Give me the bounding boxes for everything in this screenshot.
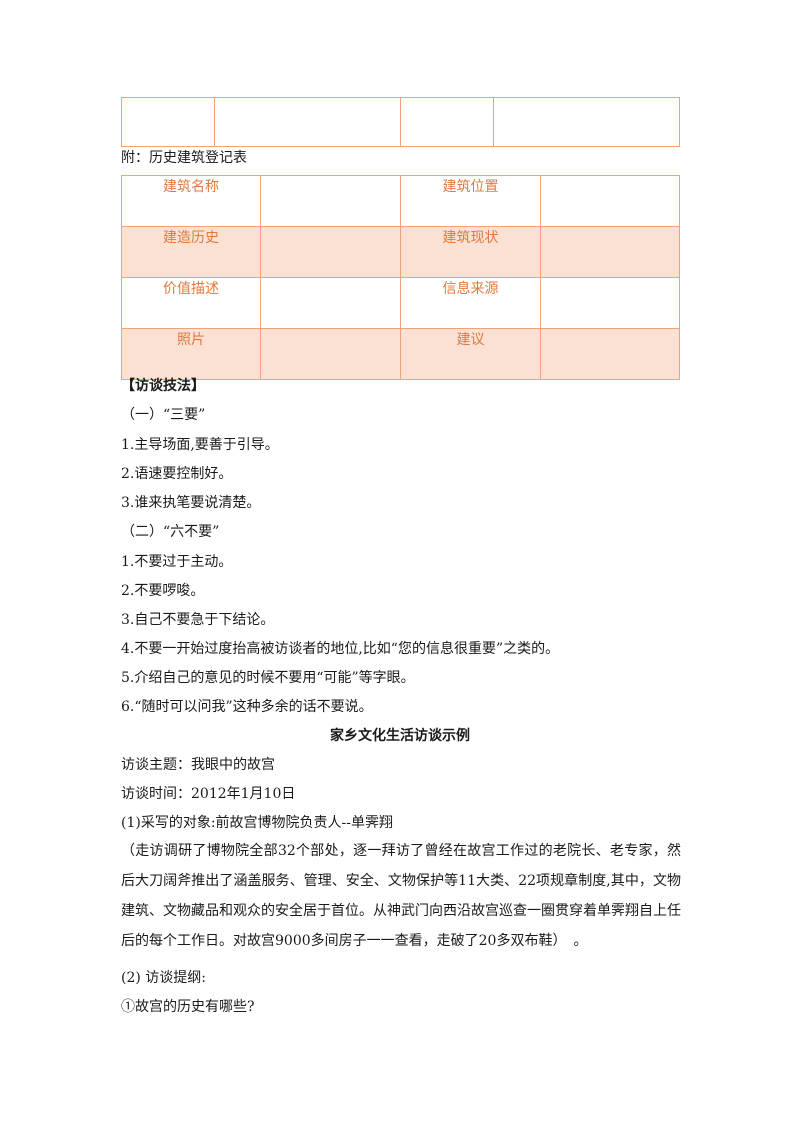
list-item: 6.“随时可以问我”这种多余的话不要说。 bbox=[121, 699, 373, 715]
field-value-cell bbox=[260, 277, 401, 329]
field-value-cell bbox=[540, 328, 680, 380]
interview-topic: 访谈主题：我眼中的故宫 bbox=[121, 757, 275, 773]
top-table-fragment bbox=[121, 97, 680, 147]
field-value-cell bbox=[540, 175, 680, 227]
field-label: 建造历史 bbox=[121, 226, 261, 278]
list-item: 3.谁来执笔要说清楚。 bbox=[121, 495, 261, 511]
interview-time: 访谈时间：2012年1月10日 bbox=[121, 786, 296, 802]
table-row: 建造历史 建筑现状 bbox=[121, 226, 680, 278]
table-row: 照片 建议 bbox=[121, 328, 680, 380]
subsection-title: （一）“三要” bbox=[121, 407, 206, 423]
field-value-cell bbox=[260, 175, 401, 227]
outline-item: ①故宫的历史有哪些? bbox=[121, 999, 255, 1015]
table-row: 建筑名称 建筑位置 bbox=[121, 175, 680, 227]
outline-title: (2) 访谈提纲: bbox=[121, 970, 206, 986]
subsection-title: （二）“六不要” bbox=[121, 524, 220, 540]
field-value-cell bbox=[540, 226, 680, 278]
field-label: 信息来源 bbox=[400, 277, 541, 329]
appendix-caption: 附：历史建筑登记表 bbox=[121, 150, 247, 166]
table-cell bbox=[493, 97, 680, 147]
field-label: 建筑名称 bbox=[121, 175, 261, 227]
list-item: 1.不要过于主动。 bbox=[121, 554, 233, 570]
list-item: 5.介绍自己的意见的时候不要用“可能”等字眼。 bbox=[121, 670, 415, 686]
interview-subject: (1)采写的对象:前故宫博物院负责人--单霁翔 bbox=[121, 815, 394, 831]
list-item: 4.不要一开始过度抬高被访谈者的地位,比如“您的信息很重要”之类的。 bbox=[121, 641, 560, 657]
subject-description: （走访调研了博物院全部32个部处，逐一拜访了曾经在故宫工作过的老院长、老专家，然… bbox=[121, 843, 681, 949]
table-cell bbox=[121, 97, 215, 147]
list-item: 3.自己不要急于下结论。 bbox=[121, 612, 275, 628]
field-label: 建议 bbox=[400, 328, 541, 380]
table-row: 价值描述 信息来源 bbox=[121, 277, 680, 329]
section-heading: 【访谈技法】 bbox=[121, 378, 205, 394]
field-label: 价值描述 bbox=[121, 277, 261, 329]
field-label: 建筑现状 bbox=[400, 226, 541, 278]
historic-building-registration-table: 建筑名称 建筑位置 建造历史 建筑现状 价值描述 信息来源 照片 建议 bbox=[121, 175, 680, 380]
field-label: 建筑位置 bbox=[400, 175, 541, 227]
field-label: 照片 bbox=[121, 328, 261, 380]
list-item: 1.主导场面,要善于引导。 bbox=[121, 437, 279, 453]
table-row bbox=[121, 97, 680, 147]
list-item: 2.不要啰唆。 bbox=[121, 583, 205, 599]
field-value-cell bbox=[540, 277, 680, 329]
table-cell bbox=[214, 97, 401, 147]
field-value-cell bbox=[260, 328, 401, 380]
table-cell bbox=[400, 97, 494, 147]
field-value-cell bbox=[260, 226, 401, 278]
example-title: 家乡文化生活访谈示例 bbox=[330, 728, 470, 744]
list-item: 2.语速要控制好。 bbox=[121, 466, 233, 482]
